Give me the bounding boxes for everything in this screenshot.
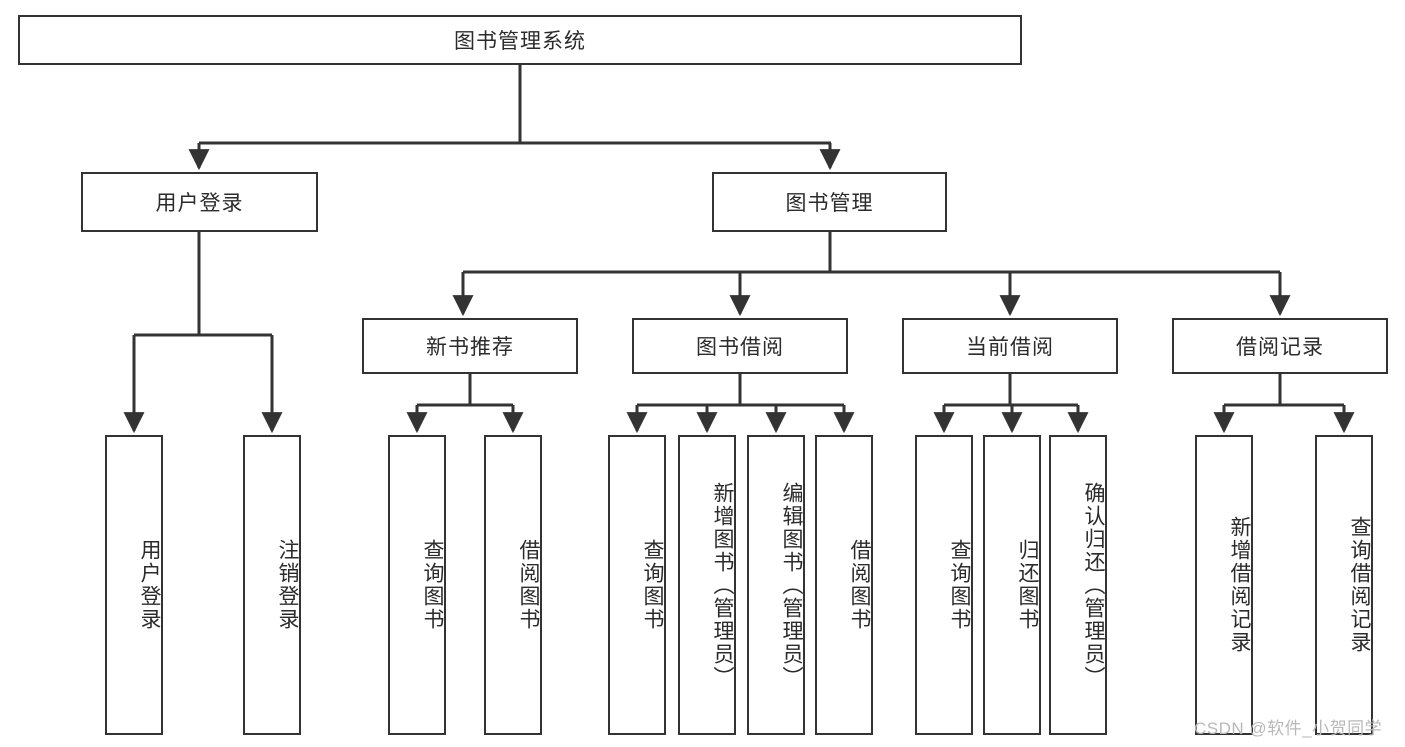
node-root[interactable]: 图书管理系统: [18, 15, 1022, 65]
leaf-user-logout[interactable]: 注销登录: [243, 435, 301, 735]
leaf-cur-confirm-return-label: 确认归还（管理员）: [1082, 481, 1105, 689]
node-borrow-record-label: 借阅记录: [1236, 336, 1324, 359]
leaf-rec-add-label: 新增借阅记录: [1228, 516, 1251, 654]
leaf-rec-query-book[interactable]: 查询图书: [388, 435, 446, 735]
leaf-borrow-query-book-label: 查询图书: [641, 539, 664, 631]
node-book-manage-label: 图书管理: [785, 192, 874, 215]
node-new-book-rec[interactable]: 新书推荐: [362, 318, 578, 374]
node-current-borrow-label: 当前借阅: [966, 336, 1054, 359]
leaf-borrow-edit-book-label: 编辑图书（管理员）: [780, 481, 803, 689]
node-book-borrow-label: 图书借阅: [696, 336, 784, 359]
leaf-cur-return-book[interactable]: 归还图书: [983, 435, 1041, 735]
node-root-label: 图书管理系统: [454, 30, 586, 53]
leaf-borrow-query-book[interactable]: 查询图书: [608, 435, 666, 735]
leaf-rec-add[interactable]: 新增借阅记录: [1195, 435, 1253, 735]
leaf-cur-query-book[interactable]: 查询图书: [915, 435, 973, 735]
leaf-user-login-label: 用户登录: [138, 539, 161, 631]
leaf-cur-return-book-label: 归还图书: [1016, 539, 1039, 631]
leaf-user-login[interactable]: 用户登录: [105, 435, 163, 735]
leaf-borrow-add-book-label: 新增图书（管理员）: [711, 481, 734, 689]
node-current-borrow[interactable]: 当前借阅: [902, 318, 1118, 374]
leaf-user-logout-label: 注销登录: [276, 539, 299, 631]
leaf-borrow-add-book[interactable]: 新增图书（管理员）: [678, 435, 736, 735]
leaf-cur-confirm-return[interactable]: 确认归还（管理员）: [1049, 435, 1107, 735]
node-book-manage[interactable]: 图书管理: [712, 172, 947, 232]
node-user-login-label: 用户登录: [155, 192, 244, 215]
csdn-watermark: CSDN @软件_小贺同学: [1194, 719, 1383, 738]
leaf-borrow-lend-book-label: 借阅图书: [848, 539, 871, 631]
leaf-rec-borrow-book-label: 借阅图书: [517, 539, 540, 631]
leaf-rec-query-label: 查询借阅记录: [1348, 516, 1371, 654]
leaf-cur-query-book-label: 查询图书: [948, 539, 971, 631]
leaf-rec-query[interactable]: 查询借阅记录: [1315, 435, 1373, 735]
node-book-borrow[interactable]: 图书借阅: [632, 318, 848, 374]
node-user-login[interactable]: 用户登录: [81, 172, 318, 232]
leaf-borrow-edit-book[interactable]: 编辑图书（管理员）: [747, 435, 805, 735]
leaf-borrow-lend-book[interactable]: 借阅图书: [815, 435, 873, 735]
leaf-rec-query-book-label: 查询图书: [421, 539, 444, 631]
node-new-book-rec-label: 新书推荐: [426, 336, 514, 359]
node-borrow-record[interactable]: 借阅记录: [1172, 318, 1388, 374]
leaf-rec-borrow-book[interactable]: 借阅图书: [484, 435, 542, 735]
